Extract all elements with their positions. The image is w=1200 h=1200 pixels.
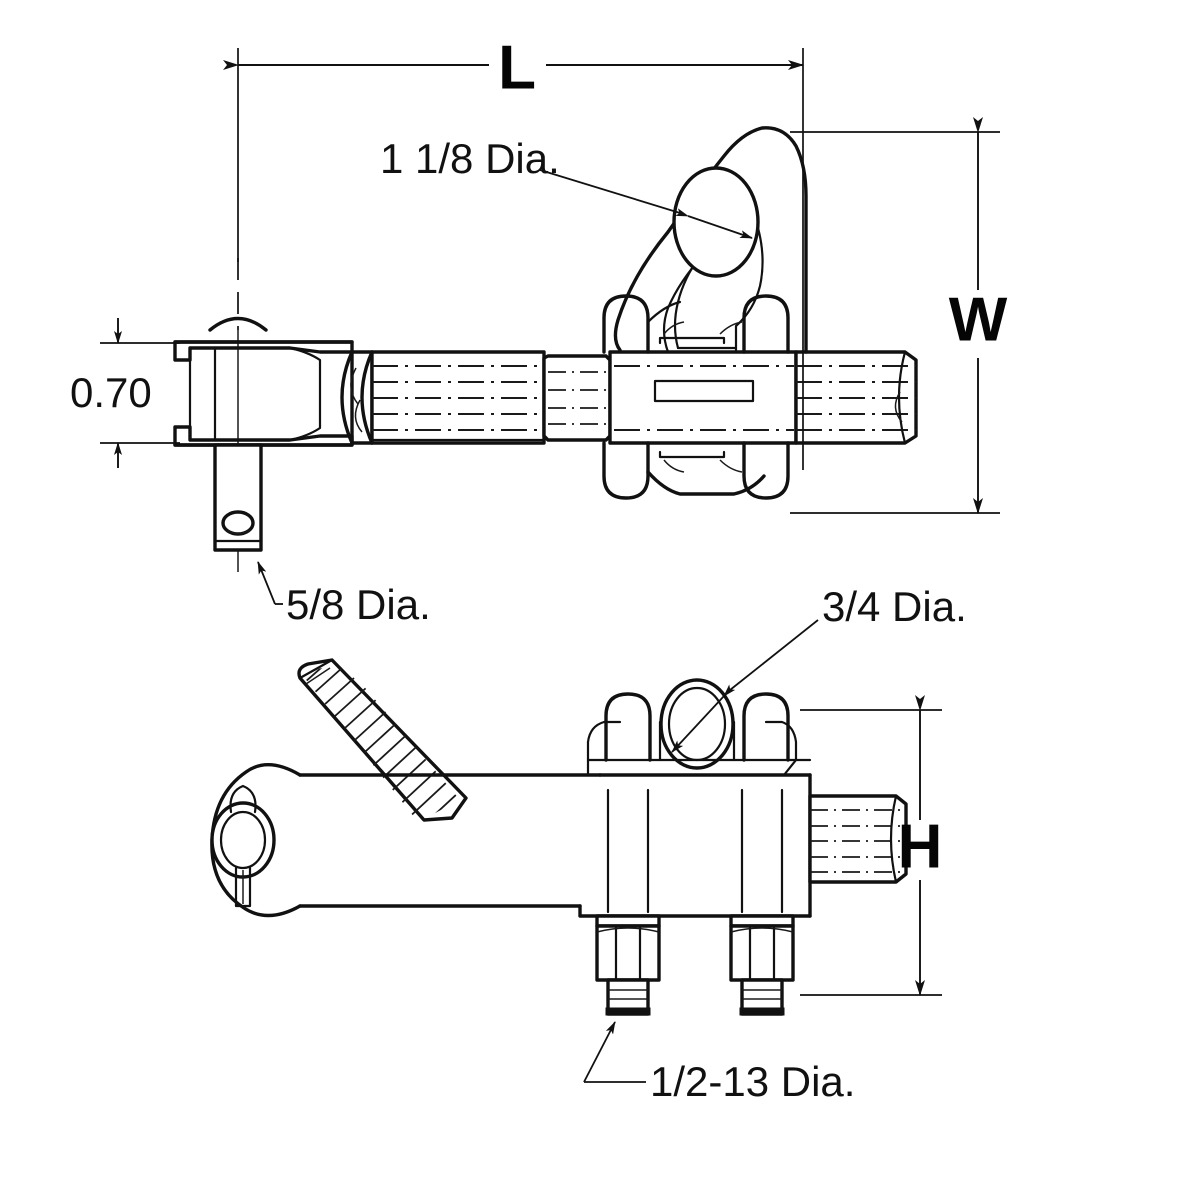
ubolt-left-upper-leg [602,294,650,354]
eye-dia-label: 1 1/8 Dia. [380,135,560,182]
saddle-dia-arrow [671,684,736,753]
socket-swage-face [360,350,374,445]
ubolt-studs-and-nuts [595,788,795,1016]
saddle-bottom-fillet-right [719,459,743,473]
hex-nut-right [729,924,795,982]
eye-dia-arrow [675,208,753,239]
anchor-eye-boss-right [734,226,764,354]
wire-rope-center-segment [608,350,798,445]
diagonal-wire-rope [297,658,468,822]
pin-dia-label: 5/8 Dia. [286,581,431,628]
ubolt-right-lower-leg [742,441,790,500]
yoke-eye-bore [219,810,267,870]
stud-right-tip [739,1007,785,1016]
dimension-W: W [790,117,1008,514]
u-bolt-clamp-lower-view [586,678,812,777]
cable-right-strands [796,365,916,431]
wire-rope-right-tail [794,350,918,445]
callout-ubolt-thread: 1/2-13 Dia. [583,1021,855,1105]
jaw-shank-taper [288,346,322,442]
cable-left-strands [372,365,544,431]
wire-rope-lower-tail [808,794,908,884]
cable-center-strands [614,365,794,431]
ferrule-strands [548,371,610,425]
clevis-jaw [173,316,374,447]
saddle-top-fillet-left [663,321,685,335]
ubolt-left-lower-leg [602,441,650,500]
socket-face-crease-1 [350,367,359,405]
hex-nut-left [595,924,661,982]
hex-nut-right-chamfer [730,927,794,933]
hatch-line [415,779,460,822]
anchor-eye-plate [613,126,808,354]
yoke-eye-lower-tang [234,866,252,908]
wire-rope-left-segment [370,350,546,445]
lower-jaw-plate [173,425,354,447]
callout-eye-hole-diameter: 1 1/8 Dia. [380,135,753,239]
callout-clevis-pin-diameter: 5/8 Dia. [257,561,431,628]
hex-nut-left-chamfer [596,927,660,933]
socket-face-crease-2 [354,399,363,433]
ubolt-plan-right [742,692,790,762]
ubolt-thread-leader [583,1021,616,1083]
socket-end-face [340,350,354,445]
dimension-jaw-opening: 0.70 [70,318,180,468]
W-label: W [949,285,1008,354]
diagonal-rope-body [297,658,468,822]
lower-plan-view [210,658,908,1016]
ubolt-right-upper-leg [742,294,790,354]
stud-left-tip [605,1007,651,1016]
cable-ferrule [542,354,612,442]
yoke-arm-body [298,773,812,918]
L-label: L [498,33,536,102]
saddle-top-slot [658,336,726,345]
u-bolt-clamp-upper-view [602,294,790,500]
saddle-left-flank [586,720,622,777]
saddle-right-flank [764,720,798,777]
yoke-eye-head [210,763,302,918]
clevis-pin-hole-shade [225,529,251,535]
clevis-pin [213,443,263,552]
dimension-H: H [800,695,943,996]
saddle-dia-label: 3/4 Dia. [822,583,967,630]
anchor-plate-outer-contour [613,126,808,354]
ubolt-thread-label: 1/2-13 Dia. [650,1058,855,1105]
cable-lower-strands [810,809,906,873]
eye-dia-leader [539,169,681,214]
saddle-rib-window [653,379,755,403]
pin-head-dome [208,316,268,332]
ferrule-body [542,354,612,442]
pin-dia-leader [257,561,276,605]
cable-lower-cut-face [889,794,898,884]
diagonal-rope-cut-end [298,658,334,680]
anchor-eye-hole [672,166,760,278]
H-label: H [898,812,943,881]
cable-cut-crease [894,391,903,423]
callout-saddle-hole-diameter: 3/4 Dia. [671,583,967,753]
saddle-bottom-fillet-left [663,459,685,473]
dimension-L: L [223,33,804,470]
saddle-bottom-slot [658,450,726,459]
saddle-lower-contour [646,470,766,496]
saddle-dia-leader [729,619,819,691]
saddle-top-fillet-right [719,321,743,335]
yoke-eye-upper-tang [229,784,257,814]
upper-side-view [173,126,918,572]
ubolt-plan-left [604,692,652,762]
saddle-upper-left-fillet [646,300,682,324]
jaw-opening-label: 0.70 [70,369,152,416]
cable-cut-face [897,350,907,445]
upper-jaw-plate [173,340,354,362]
diagonal-rope-end-crease [305,667,331,685]
